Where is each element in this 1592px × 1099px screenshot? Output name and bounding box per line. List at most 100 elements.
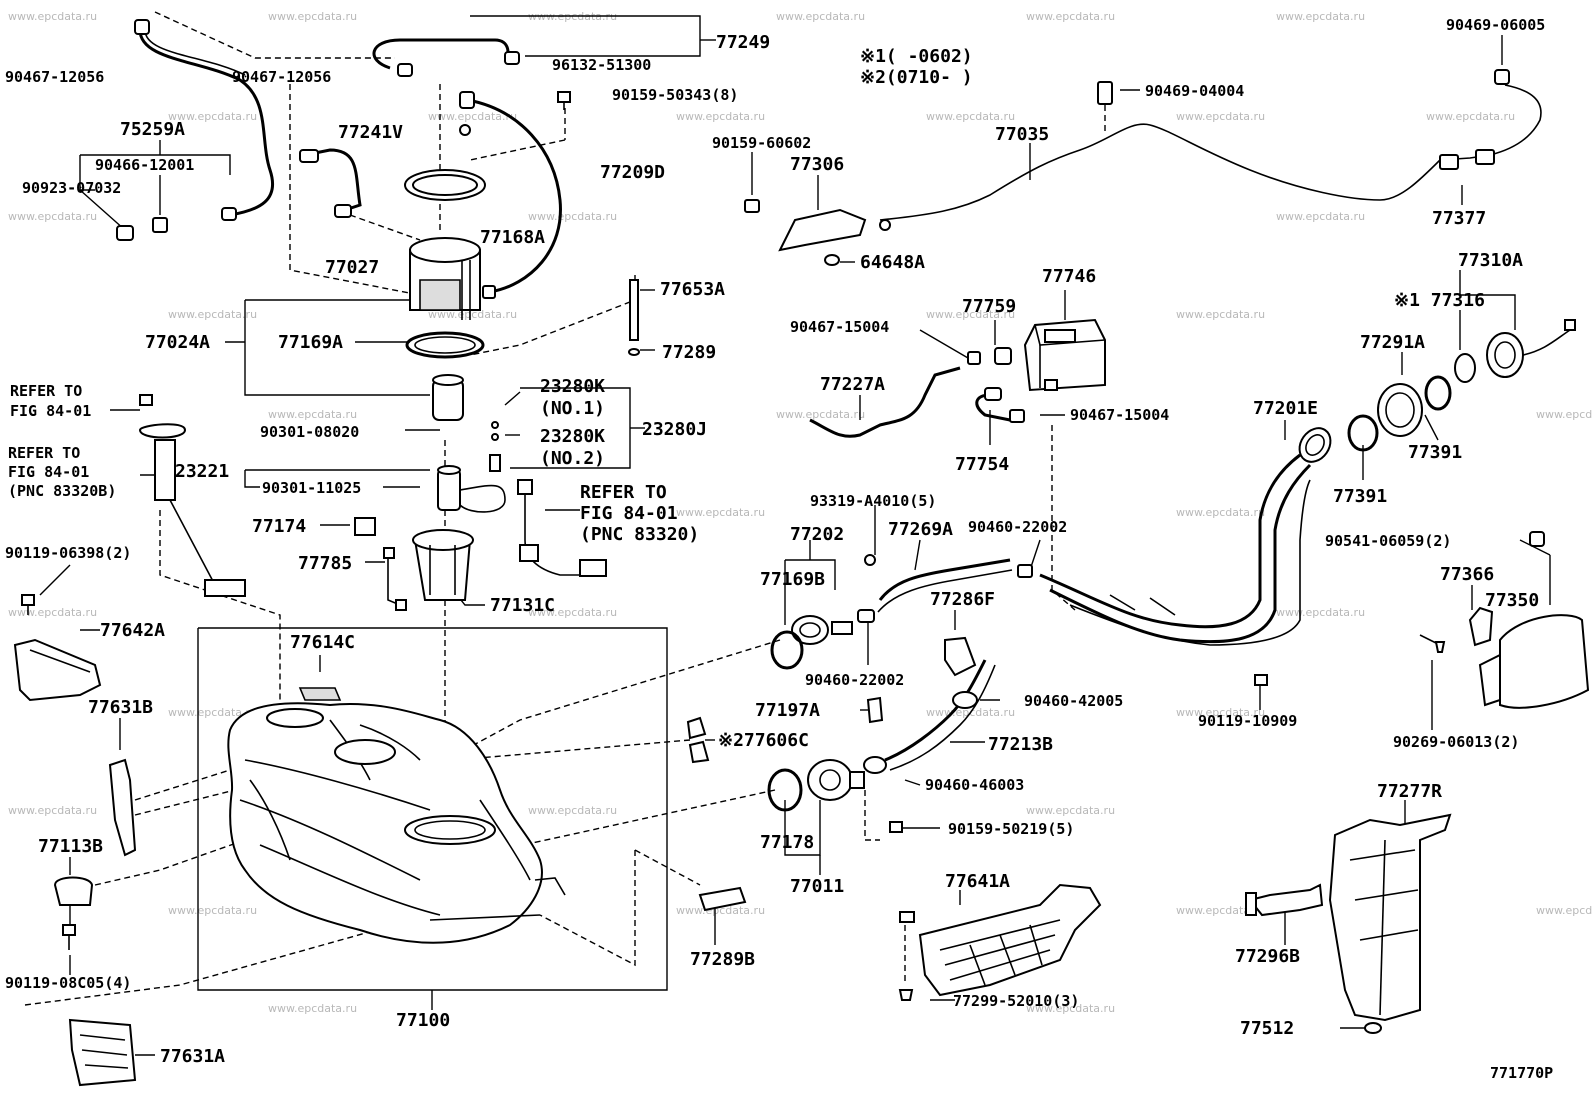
watermark: www.epcdata.ru	[428, 308, 517, 321]
part-label: 90467-12056	[232, 68, 331, 86]
part-label: 77289B	[690, 949, 755, 970]
figure-code: 771770P	[1490, 1064, 1553, 1082]
watermark: www.epcdata.ru	[1026, 10, 1115, 23]
part-label: 77306	[790, 154, 844, 175]
part-label: 77291A	[1360, 332, 1425, 353]
watermark: www.epcdata.ru	[428, 110, 517, 123]
watermark: www.epcdata.ru	[1426, 110, 1515, 123]
part-label: 77310A	[1458, 250, 1523, 271]
watermark: www.epcdata.ru	[1536, 408, 1592, 421]
watermark: www.epcdata.ru	[8, 210, 97, 223]
part-label: 77391	[1333, 486, 1387, 507]
part-label: 90923-07032	[22, 179, 121, 197]
part-label: 77178	[760, 832, 814, 853]
part-label: 77269A	[888, 519, 953, 540]
watermark: www.epcdata.ru	[776, 10, 865, 23]
watermark: www.epcdata.ru	[676, 904, 765, 917]
part-label: 90467-15004	[1070, 406, 1169, 424]
watermark: www.epcdata.ru	[1276, 10, 1365, 23]
part-label: 23280J	[642, 419, 707, 440]
note-2: ※2(0710- )	[860, 67, 973, 88]
part-label: 77241V	[338, 122, 403, 143]
part-label: 93319-A4010(5)	[810, 492, 936, 510]
part-label: 77631B	[88, 697, 153, 718]
watermark: www.epcdata.ru	[676, 506, 765, 519]
part-label: 77642A	[100, 620, 165, 641]
part-label: 77011	[790, 876, 844, 897]
part-labels: 90467-12056 90467-12056 77249 96132-5130…	[5, 16, 1553, 1082]
reference-label: (PNC 83320B)	[8, 482, 116, 500]
part-label: 77653A	[660, 279, 725, 300]
reference-label: FIG 84-01	[8, 463, 89, 481]
part-label: 90301-08020	[260, 423, 359, 441]
part-label: 23221	[175, 461, 229, 482]
watermark: www.epcdata.ru	[8, 804, 97, 817]
watermark: www.epcdata.ru	[776, 408, 865, 421]
watermark: www.epcdata.ru	[168, 706, 257, 719]
watermark: www.epcdata.ru	[1276, 210, 1365, 223]
part-label: 77227A	[820, 374, 885, 395]
part-label: 90460-22002	[968, 518, 1067, 536]
part-label: 90119-06398(2)	[5, 544, 131, 562]
part-label: 77785	[298, 553, 352, 574]
part-label: 64648A	[860, 252, 925, 273]
watermark: www.epcdata.ru	[1176, 706, 1265, 719]
part-label: 77131C	[490, 595, 555, 616]
part-drawings	[13, 19, 1590, 1087]
part-label: ※277606C	[718, 730, 809, 751]
part-label: 77027	[325, 257, 379, 278]
part-label: 77197A	[755, 700, 820, 721]
part-label: 77299-52010(3)	[953, 992, 1079, 1010]
part-label: 90469-04004	[1145, 82, 1244, 100]
part-label: 77286F	[930, 589, 995, 610]
watermark: www.epcdata.ru	[926, 110, 1015, 123]
part-label: 77113B	[38, 836, 103, 857]
watermark: www.epcdata.ru	[168, 904, 257, 917]
part-label: 77296B	[1235, 946, 1300, 967]
part-label: 77746	[1042, 266, 1096, 287]
part-label: 77754	[955, 454, 1009, 475]
watermark: www.epcdata.ru	[1026, 1002, 1115, 1015]
part-label: 90460-22002	[805, 671, 904, 689]
part-label: 90159-50343(8)	[612, 86, 738, 104]
part-label: 77213B	[988, 734, 1053, 755]
part-label: 77100	[396, 1010, 450, 1031]
part-label: 75259A	[120, 119, 185, 140]
part-label: 90119-10909	[1198, 712, 1297, 730]
part-label: 90269-06013(2)	[1393, 733, 1519, 751]
part-label: 23280K	[540, 426, 605, 447]
watermark: www.epcdata.ru	[268, 408, 357, 421]
part-label: 90119-08C05(4)	[5, 974, 131, 992]
part-label: 77512	[1240, 1018, 1294, 1039]
reference-label: FIG 84-01	[10, 402, 91, 420]
part-label: 77169B	[760, 569, 825, 590]
part-label: 77641A	[945, 871, 1010, 892]
part-label: 77201E	[1253, 398, 1318, 419]
part-label: ※1 77316	[1394, 290, 1485, 311]
watermark: www.epcdata.ru	[528, 210, 617, 223]
watermark: www.epcdata.ru	[1176, 904, 1265, 917]
part-label: 90159-60602	[712, 134, 811, 152]
watermark: www.epcdata.ru	[8, 10, 97, 23]
reference-label: REFER TO	[10, 382, 82, 400]
reference-label: REFER TO	[580, 482, 667, 503]
part-label: 77209D	[600, 162, 665, 183]
part-label: 90301-11025	[262, 479, 361, 497]
part-label: 77377	[1432, 208, 1486, 229]
part-label: (NO.1)	[540, 398, 605, 419]
part-label: 77169A	[278, 332, 343, 353]
leader-lines	[24, 11, 1551, 1056]
part-label: 23280K	[540, 376, 605, 397]
part-label: 77350	[1485, 590, 1539, 611]
part-label: 77035	[995, 124, 1049, 145]
part-label: 77168A	[480, 227, 545, 248]
watermark: www.epcdata.ru	[8, 606, 97, 619]
note-1: ※1( -0602)	[860, 46, 973, 67]
part-label: 77277R	[1377, 781, 1442, 802]
part-label: 77366	[1440, 564, 1494, 585]
notes: ※1( -0602) ※2(0710- )	[860, 46, 973, 88]
part-label: 90159-50219(5)	[948, 820, 1074, 838]
watermark: www.epcdata.ru	[168, 308, 257, 321]
part-label: 77631A	[160, 1046, 225, 1067]
